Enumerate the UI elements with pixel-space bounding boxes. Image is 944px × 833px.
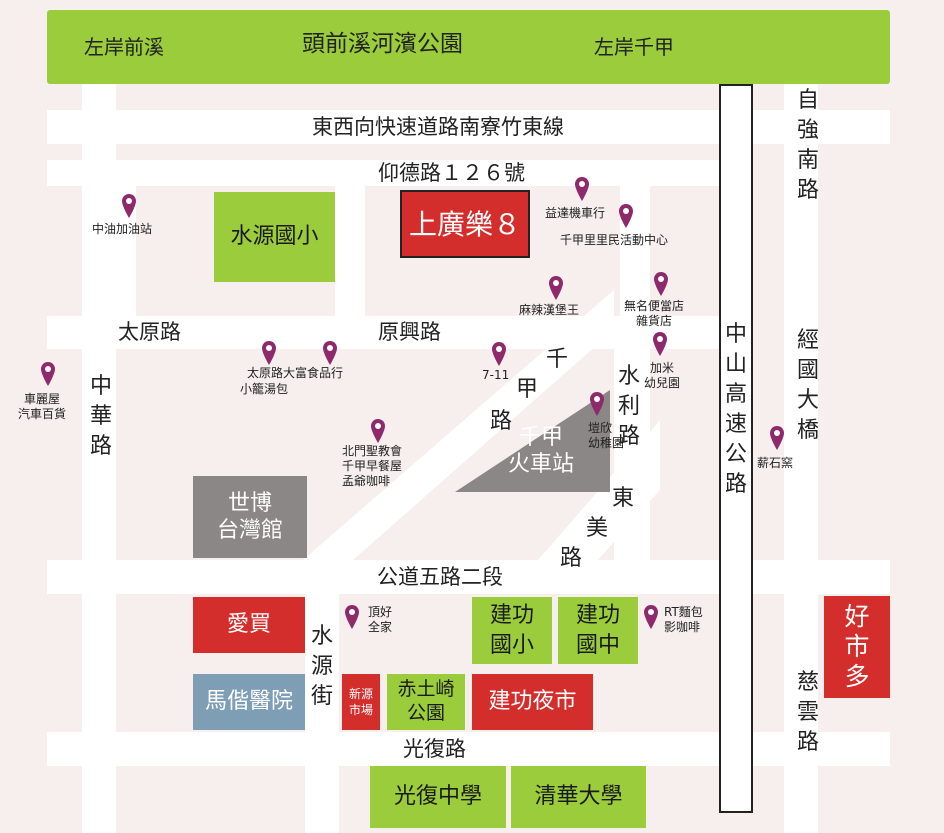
location-pin-icon <box>41 362 55 386</box>
location-pin-icon <box>549 276 563 300</box>
poi-yida-bike[interactable] <box>575 177 589 201</box>
poi-xinshi-kiln-label: 薪石窯 <box>757 456 794 470</box>
costco: 好 市 多 <box>824 596 890 698</box>
target-building[interactable]: 上廣樂８ <box>400 190 530 258</box>
jiangong-elementary: 建功 國小 <box>472 597 552 664</box>
location-pin-icon <box>770 426 784 450</box>
road-label-jingguo: 經國大橋 <box>796 328 819 443</box>
poi-church[interactable] <box>371 419 385 443</box>
road-east-column <box>784 84 818 833</box>
road-label-qianjia-3: 路 <box>490 409 512 434</box>
park-center-label: 頭前溪河濱公園 <box>302 31 463 57</box>
poi-chelishi[interactable] <box>41 362 55 386</box>
poi-taiyuan-dafu-label: 太原路大富食品行 <box>247 366 344 380</box>
freeway <box>719 84 753 813</box>
road-label-dongmei-3: 路 <box>560 546 582 571</box>
road-label-yangde: 仰德路１２６號 <box>378 161 525 185</box>
poi-spicy-burger-label: 麻辣漢堡王 <box>519 303 580 317</box>
poi-xinshi-kiln[interactable] <box>770 426 784 450</box>
poi-chelishi-label: 車麗屋 汽車百貨 <box>18 392 67 421</box>
road-label-dongmei-2: 美 <box>586 516 608 541</box>
road-label-ziqiang: 自強南路 <box>796 88 819 203</box>
jiangong-junior: 建功 國中 <box>558 597 638 664</box>
poi-spicy-burger[interactable] <box>549 276 563 300</box>
poi-tophaul[interactable] <box>345 605 359 629</box>
poi-qianjia-center-label: 千甲里里民活動中心 <box>560 233 669 247</box>
location-pin-icon <box>262 341 276 365</box>
location-pin-icon <box>654 272 668 296</box>
poi-kaixin-kinder-label: 塏欣 幼稚園 <box>588 421 625 450</box>
world-expo-pavilion: 世博 台灣館 <box>193 476 307 558</box>
road-label-yuanxing: 原興路 <box>378 320 441 344</box>
tsinghua-university: 清華大學 <box>511 766 646 828</box>
location-pin-icon <box>590 392 604 416</box>
poi-cpc-gas[interactable] <box>122 194 136 218</box>
location-pin-icon <box>492 342 506 366</box>
aimai-store: 愛買 <box>193 597 305 653</box>
road-label-qianjia-2: 甲 <box>516 377 538 402</box>
road-west-strip <box>116 186 136 316</box>
location-pin-icon <box>644 605 658 629</box>
park-bar <box>47 10 890 84</box>
xinyuan-market: 新源 市場 <box>342 674 380 730</box>
poi-taiyuan-dafu[interactable] <box>262 341 276 365</box>
poi-jiami-kinder[interactable] <box>653 332 667 356</box>
road-label-shuili: 水利路 <box>617 364 640 449</box>
location-pin-icon <box>371 419 385 443</box>
poi-church-label: 北門聖教會 千甲早餐屋 孟爺咖啡 <box>342 444 403 488</box>
poi-yida-bike-label: 益達機車行 <box>545 206 606 220</box>
park-left-label: 左岸前溪 <box>84 35 164 59</box>
poi-jiami-kinder-label: 加米 幼兒園 <box>644 361 681 390</box>
poi-nameless-store[interactable] <box>654 272 668 296</box>
road-label-zhonghua: 中華路 <box>89 374 112 459</box>
road-label-gongdao5: 公道五路二段 <box>377 565 503 589</box>
poi-rt-bakery[interactable] <box>644 605 658 629</box>
poi-cpc-gas-label: 中油加油站 <box>92 222 153 236</box>
road-shuiyuan-st <box>305 594 339 833</box>
jiangong-night-market: 建功夜市 <box>472 674 593 730</box>
chituqi-park: 赤土崎 公園 <box>387 674 465 730</box>
location-pin-icon <box>345 605 359 629</box>
location-pin-icon <box>323 341 337 365</box>
poi-qianjia-center[interactable] <box>619 204 633 228</box>
poi-seven-eleven-label: 7-11 <box>482 368 510 382</box>
location-pin-icon <box>619 204 633 228</box>
park-right-label: 左岸千甲 <box>594 35 674 59</box>
road-inner-v1 <box>335 186 365 316</box>
road-label-ciyun: 慈雲路 <box>796 670 819 755</box>
location-pin-icon <box>653 332 667 356</box>
poi-xiaolongbao-label: 小籠湯包 <box>240 382 289 396</box>
road-label-expressway: 東西向快速道路南寮竹東線 <box>312 115 564 139</box>
station-label: 千甲 火車站 <box>507 424 574 478</box>
road-label-taiyuan: 太原路 <box>118 320 181 344</box>
road-label-guangfu: 光復路 <box>403 737 466 761</box>
poi-seven-eleven[interactable] <box>492 342 506 366</box>
poi-nameless-store-label: 無名便當店 雜貨店 <box>624 299 685 328</box>
road-zhonghua <box>82 84 116 833</box>
poi-taiyuan-dafu-2[interactable] <box>323 341 337 365</box>
guangfu-high: 光復中學 <box>370 766 506 828</box>
road-label-qianjia-1: 千 <box>546 347 568 372</box>
shuiyuan-elementary: 水源國小 <box>214 192 335 282</box>
road-yangde <box>47 160 719 186</box>
road-label-shuiyuan-st: 水源街 <box>310 624 333 709</box>
mackay-hospital: 馬偕醫院 <box>193 674 305 730</box>
location-pin-icon <box>575 177 589 201</box>
location-pin-icon <box>122 194 136 218</box>
road-label-freeway: 中山高速公路 <box>724 322 747 497</box>
poi-rt-bakery-label: RT麵包 影咖啡 <box>664 605 703 634</box>
poi-tophaul-label: 頂好 全家 <box>368 605 393 634</box>
poi-kaixin-kinder[interactable] <box>590 392 604 416</box>
road-label-dongmei-1: 東 <box>612 486 634 511</box>
road-qianjia-diagonal <box>303 290 614 560</box>
